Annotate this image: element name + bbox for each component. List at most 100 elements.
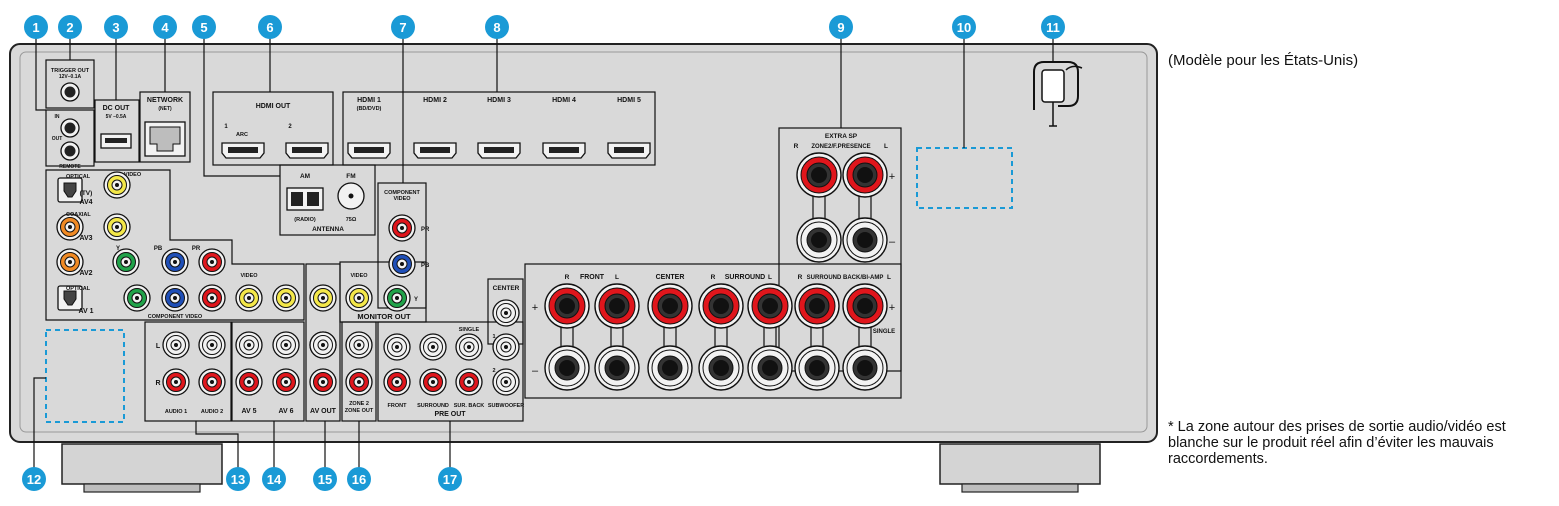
label-remote_out: OUT [52, 136, 63, 142]
callout-5: 5 [192, 15, 216, 39]
label-av1: AV 1 [78, 308, 93, 315]
label-zone2-r: R [794, 143, 799, 150]
callout-3: 3 [104, 15, 128, 39]
speaker-surround-l-plus [747, 283, 793, 329]
speaker-zone2-l-minus [842, 217, 888, 263]
pre-out-center-jack [492, 299, 520, 327]
remote-in-jack [60, 118, 80, 138]
label-hdmi1_sub: (BD/DVD) [357, 106, 382, 112]
frame-av-out [305, 263, 341, 422]
label-zone2-l: L [884, 143, 888, 150]
am-antenna-terminal [286, 187, 324, 211]
label-hdmi_out_1: 1 [224, 124, 228, 130]
label-audio-l: L [156, 343, 161, 350]
label-zone2-minus: – [889, 236, 896, 248]
speaker-zone2-r-plus [796, 152, 842, 198]
remote-out-jack [60, 141, 80, 161]
label-speaker-plus-right: + [889, 302, 895, 314]
frame-av56 [231, 321, 305, 422]
av5-l-jack [235, 331, 263, 359]
frame-antenna [279, 164, 376, 236]
label-av_out: AV OUT [310, 408, 337, 415]
svg-text:10: 10 [957, 20, 971, 35]
label-optical-av1: OPTICAL [66, 286, 91, 292]
frame-av-inputs [45, 169, 305, 321]
label-zone2-plus: + [889, 171, 895, 183]
label-antenna: ANTENNA [312, 226, 344, 233]
svg-text:9: 9 [837, 20, 844, 35]
callout-7: 7 [391, 15, 415, 39]
label-av2-pb: PB [154, 246, 163, 252]
fm-antenna-jack [337, 182, 365, 210]
foot-base-left [83, 483, 201, 493]
foot-base-right [961, 483, 1079, 493]
hdmi-in-2-port [413, 142, 457, 159]
jacks [56, 61, 1083, 396]
speaker-center-minus [647, 345, 693, 391]
label-tv: (TV) [80, 190, 93, 197]
speaker-surback-r-minus [794, 345, 840, 391]
model-note: (Modèle pour les États-Unis) [1168, 52, 1359, 69]
callout-9: 9 [829, 15, 853, 39]
hdmi-out-1-port [221, 142, 265, 159]
callout-2: 2 [58, 15, 82, 39]
av1-y-jack [123, 284, 151, 312]
label-pre_out: PRE OUT [434, 411, 466, 418]
speaker-surround-r-minus [698, 345, 744, 391]
label-hdmi_out: HDMI OUT [256, 103, 291, 110]
label-hdmi4: HDMI 4 [552, 97, 576, 104]
frame-hdmi-out [212, 91, 334, 166]
label-av5: AV 5 [241, 408, 256, 415]
speaker-zone2-r-minus [796, 217, 842, 263]
pre-out-surback-l-jack [455, 333, 483, 361]
zone2-r-jack [345, 368, 373, 396]
label-coaxial: COAXIAL [66, 212, 91, 218]
pre-out-front-l-jack [383, 333, 411, 361]
frame-hdmi-in [342, 91, 656, 166]
foot-left [61, 443, 223, 485]
usb-port [100, 133, 132, 149]
svg-text:3: 3 [112, 20, 119, 35]
label-zone2_out_1: ZONE 2 [349, 401, 369, 407]
callout-8: 8 [485, 15, 509, 39]
speaker-center-plus [647, 283, 693, 329]
svg-text:7: 7 [399, 20, 406, 35]
av4-optical-port [57, 177, 83, 203]
label-remote: REMOTE [59, 164, 81, 170]
monitor-out-y-jack [383, 284, 411, 312]
av2-pb-jack [161, 248, 189, 276]
svg-text:15: 15 [318, 472, 332, 487]
monitor-out-pb-jack [388, 250, 416, 278]
pre-out-front-r-jack [383, 368, 411, 396]
label-component_video: COMPONENT VIDEO [148, 314, 203, 320]
frame-audio12 [144, 321, 232, 422]
pre-out-surround-r-jack [419, 368, 447, 396]
callout-14: 14 [262, 467, 286, 491]
power-cord [1033, 61, 1083, 127]
callout-line-1 [35, 38, 46, 111]
hdmi-in-5-port [607, 142, 651, 159]
label-hdmi3: HDMI 3 [487, 97, 511, 104]
monitor-out-pr-jack [388, 214, 416, 242]
label-dc_spec: 5V –0.5A [106, 114, 127, 120]
label-surround-l: L [768, 274, 772, 281]
callout-line-12 [33, 377, 46, 468]
speaker-surback-l-minus [842, 345, 888, 391]
label-network_sub: (NET) [158, 106, 172, 112]
label-av4: AV4 [79, 199, 92, 206]
label-av2: AV2 [79, 270, 92, 277]
svg-text:1: 1 [32, 20, 39, 35]
callout-1: 1 [24, 15, 48, 39]
svg-text:2: 2 [66, 20, 73, 35]
label-audio1: AUDIO 1 [165, 409, 187, 415]
hdmi-out-2-port [285, 142, 329, 159]
hdmi-in-3-port [477, 142, 521, 159]
callout-16: 16 [347, 467, 371, 491]
label-sub_2: 2 [492, 368, 495, 374]
label-remote_in: IN [55, 114, 60, 120]
label-component_video_top: COMPONENT [384, 190, 420, 196]
label-zone2_out_2: ZONE OUT [345, 408, 374, 414]
label-hdmi2: HDMI 2 [423, 97, 447, 104]
